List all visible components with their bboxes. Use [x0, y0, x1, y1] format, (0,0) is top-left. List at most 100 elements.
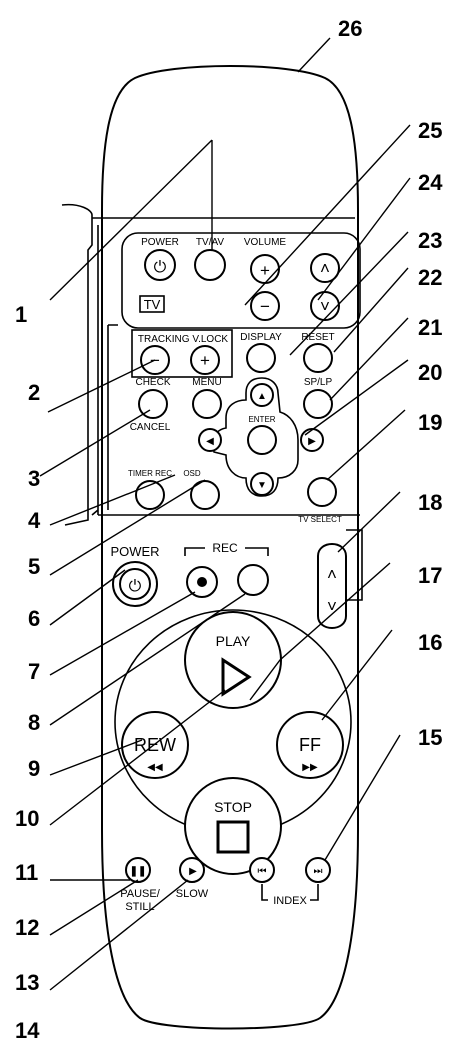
power-icon: ⏻ — [129, 578, 142, 595]
tvav-button[interactable] — [194, 249, 226, 281]
callout-18: 18 — [418, 490, 442, 515]
callout-17: 17 — [418, 563, 442, 588]
record-dot-icon — [197, 577, 207, 587]
arrow-left-icon: ◀ — [206, 436, 214, 447]
callout-21: 21 — [418, 315, 442, 340]
label-slow: SLOW — [176, 888, 209, 900]
label-rec: REC — [212, 541, 238, 555]
label-check: CHECK — [135, 377, 170, 388]
callout-numbers: 1 2 3 4 5 6 7 8 9 10 11 12 13 14 15 16 1… — [15, 16, 443, 1043]
tv-select-button[interactable] — [307, 477, 337, 507]
volume-down-button[interactable] — [250, 291, 280, 321]
check-button[interactable] — [138, 389, 168, 419]
label-volume: VOLUME — [244, 237, 287, 248]
nav-cluster-outline — [212, 377, 299, 497]
label-play: PLAY — [216, 633, 251, 649]
skip-forward-icon: ⏭ — [314, 866, 323, 877]
callout-1: 1 — [15, 302, 27, 327]
label-enter: ENTER — [248, 415, 275, 424]
nav-up-button[interactable] — [250, 383, 274, 407]
slow-icon: ▶ — [189, 866, 197, 877]
tracking-plus-button[interactable] — [190, 345, 220, 375]
stop-icon — [216, 820, 250, 854]
play-icon — [221, 657, 252, 697]
tracking-box — [131, 329, 233, 378]
skip-back-icon: ⏮ — [258, 866, 267, 877]
index-prev-button[interactable] — [249, 857, 275, 883]
arrow-right-icon: ▶ — [308, 436, 316, 447]
chevron-up-icon: ˄ — [320, 259, 330, 278]
callout-12: 12 — [15, 915, 39, 940]
label-index: INDEX — [273, 895, 307, 907]
ff-button[interactable] — [276, 711, 344, 779]
callout-22: 22 — [418, 265, 442, 290]
splp-button[interactable] — [303, 389, 333, 419]
slow-button[interactable] — [179, 857, 205, 883]
rew-button[interactable] — [121, 711, 189, 779]
power-icon: ⏻ — [154, 259, 167, 276]
callout-20: 20 — [418, 360, 442, 385]
svg-text:+: + — [200, 351, 210, 370]
vcr-power-button[interactable] — [119, 568, 151, 600]
nav-down-button[interactable] — [250, 472, 274, 496]
arrow-up-icon: ▲ — [257, 391, 267, 402]
pause-icon: ❚❚ — [130, 866, 147, 877]
callout-10: 10 — [15, 806, 39, 831]
label-power-vcr: POWER — [110, 544, 159, 559]
tv-power-button[interactable] — [144, 249, 176, 281]
label-tracking: TRACKING V.LOCK — [138, 334, 229, 345]
svg-text:+: + — [260, 261, 270, 280]
label-osd: OSD — [183, 469, 201, 478]
callout-16: 16 — [418, 630, 442, 655]
nav-left-button[interactable] — [198, 428, 222, 452]
callout-7: 7 — [28, 659, 40, 684]
label-menu: MENU — [192, 377, 221, 388]
leader-lines — [39, 37, 411, 991]
label-power-tv: POWER — [141, 237, 179, 248]
callout-26: 26 — [338, 16, 362, 41]
callout-4: 4 — [28, 508, 41, 533]
label-tv-select: TV SELECT — [298, 515, 342, 524]
rec-secondary-button[interactable] — [237, 564, 269, 596]
enter-button[interactable] — [247, 425, 277, 455]
callout-13: 13 — [15, 970, 39, 995]
callout-24: 24 — [418, 170, 443, 195]
chevron-up-icon: ˄ — [327, 565, 337, 584]
channel-up-button[interactable] — [310, 253, 340, 283]
callout-2: 2 — [28, 380, 40, 405]
remote-body — [101, 65, 359, 1030]
osd-button[interactable] — [190, 480, 220, 510]
label-stop: STOP — [214, 799, 252, 815]
label-ff: FF — [299, 735, 321, 755]
pause-still-button[interactable] — [125, 857, 151, 883]
fast-forward-icon: ▶▶ — [302, 762, 318, 773]
callout-8: 8 — [28, 710, 40, 735]
label-splp: SP/LP — [304, 377, 333, 388]
cover-lid — [61, 203, 93, 526]
callout-19: 19 — [418, 410, 442, 435]
callout-15: 15 — [418, 725, 442, 750]
label-cancel: CANCEL — [130, 422, 171, 433]
menu-button[interactable] — [192, 389, 222, 419]
label-pause: PAUSE/ — [120, 888, 160, 900]
callout-25: 25 — [418, 118, 442, 143]
svg-text:−: − — [260, 297, 270, 316]
label-display: DISPLAY — [240, 332, 282, 343]
callout-9: 9 — [28, 756, 40, 781]
label-rew: REW — [134, 735, 176, 755]
callout-11: 11 — [15, 860, 38, 885]
rewind-icon: ◀◀ — [147, 762, 163, 773]
display-button[interactable] — [246, 343, 276, 373]
label-still: STILL — [125, 901, 154, 913]
play-button[interactable] — [184, 611, 282, 709]
callout-14: 14 — [15, 1018, 40, 1043]
tv-control-panel — [121, 232, 361, 329]
label-tvav: TV/AV — [196, 237, 224, 248]
index-next-button[interactable] — [305, 857, 331, 883]
callout-23: 23 — [418, 228, 442, 253]
label-reset: RESET — [301, 332, 334, 343]
chevron-down-icon: ˅ — [327, 597, 337, 616]
reset-button[interactable] — [303, 343, 333, 373]
label-tv: TV — [144, 297, 161, 312]
